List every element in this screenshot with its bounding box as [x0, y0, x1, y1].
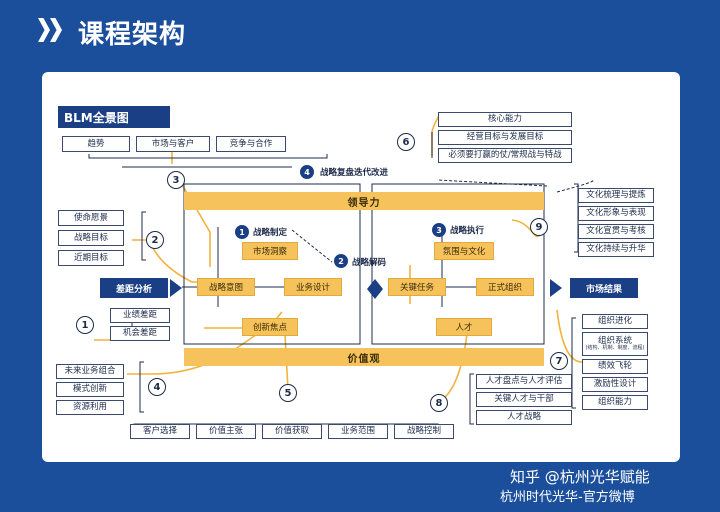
talent-item: 关键人才与干部 — [476, 392, 572, 407]
left-bottom-item: 资源利用 — [56, 400, 124, 415]
step-number: 3 — [432, 223, 446, 237]
step-number: 2 — [146, 231, 164, 249]
top-input-trend: 趋势 — [62, 136, 130, 152]
org-item: 激励性设计 — [582, 377, 648, 392]
org-item-label: 组织系统 — [597, 335, 632, 346]
node-formal-organization: 正式组织 — [476, 278, 534, 296]
step-number: 5 — [279, 384, 297, 402]
culture-item: 文化梳理与提炼 — [578, 188, 654, 203]
node-strategic-intent: 战略意图 — [197, 278, 255, 296]
node-talent: 人才 — [436, 318, 492, 336]
org-item: 组织进化 — [582, 314, 648, 329]
step-number: 4 — [300, 165, 314, 179]
top-input-competition: 竞争与合作 — [216, 136, 286, 152]
left-box: 战略目标 — [58, 230, 124, 246]
org-item-sublabel: (结构、机制、制度、流程) — [585, 344, 645, 351]
top-input-market: 市场与客户 — [136, 136, 210, 152]
top-right-item: 核心能力 — [438, 112, 572, 127]
strategy-decoding-label: 战略解码 — [352, 258, 387, 268]
top-right-item: 必须要打赢的仗/常规战与特战 — [438, 148, 572, 163]
step-number: 1 — [235, 225, 249, 239]
loop-label: 战略复盘迭代改进 — [320, 168, 389, 178]
bottom-item: 业务范围 — [328, 424, 388, 439]
step-number: 8 — [430, 394, 448, 412]
left-bottom-item: 未来业务组合 — [56, 364, 124, 379]
watermark-weibo: 杭州时代光华-官方微博 — [500, 490, 635, 505]
left-box: 使命愿景 — [58, 210, 124, 226]
bottom-item: 战略控制 — [394, 424, 454, 439]
values-bar: 价值观 — [184, 348, 544, 366]
talent-item: 人才战略 — [476, 410, 572, 425]
junction-diamond — [367, 279, 383, 299]
step-number: 3 — [167, 171, 185, 189]
diagram-title: BLM全景图 — [58, 106, 170, 128]
talent-item: 人才盘点与人才评估 — [476, 374, 572, 389]
node-innovation-focus: 创新焦点 — [242, 318, 298, 336]
top-right-item: 经营目标与发展目标 — [438, 130, 572, 145]
left-bottom-item: 模式创新 — [56, 382, 124, 397]
chevron-right-icon — [38, 18, 50, 42]
culture-item: 文化持续与升华 — [578, 242, 654, 257]
step-number: 6 — [397, 133, 415, 151]
gap-item: 业绩差距 — [110, 308, 170, 323]
gap-item: 机会差距 — [110, 326, 170, 341]
node-market-insight: 市场洞察 — [242, 242, 298, 260]
left-box: 近期目标 — [58, 250, 124, 266]
watermark-zhihu: 知乎 @杭州光华赋能 — [510, 468, 650, 486]
bottom-item: 价值主张 — [196, 424, 256, 439]
culture-item: 文化形象与表现 — [578, 206, 654, 221]
arrow-right-icon — [170, 279, 182, 297]
bottom-item: 客户选择 — [130, 424, 190, 439]
bottom-item: 价值获取 — [262, 424, 322, 439]
node-key-tasks: 关键任务 — [388, 278, 446, 296]
step-number: 4 — [148, 378, 166, 396]
node-atmosphere-culture: 氛围与文化 — [434, 242, 494, 260]
chevron-right-icon — [50, 18, 62, 42]
org-item: 组织系统 (结构、机制、制度、流程) — [582, 332, 648, 356]
culture-item: 文化宣贯与考核 — [578, 224, 654, 239]
org-item: 组织能力 — [582, 395, 648, 410]
market-result-box: 市场结果 — [570, 278, 638, 298]
step-number: 2 — [334, 254, 348, 268]
node-business-design: 业务设计 — [284, 278, 342, 296]
strategy-formulation-label: 战略制定 — [253, 228, 288, 238]
step-number: 1 — [76, 316, 94, 334]
strategy-execution-label: 战略执行 — [450, 226, 485, 236]
blm-diagram-card: BLM全景图 趋势 市场与客户 竞争与合作 3 4 战略复盘迭代改进 领导力 价… — [42, 72, 680, 462]
leadership-bar: 领导力 — [184, 192, 544, 210]
step-number: 7 — [550, 352, 568, 370]
arrow-right-icon — [550, 279, 562, 297]
page-title: 课程架构 — [78, 20, 187, 50]
page-header: 课程架构 — [0, 0, 720, 70]
gap-analysis-box: 差距分析 — [100, 278, 168, 298]
org-item: 绩效飞轮 — [582, 359, 648, 374]
step-number: 9 — [530, 218, 548, 236]
